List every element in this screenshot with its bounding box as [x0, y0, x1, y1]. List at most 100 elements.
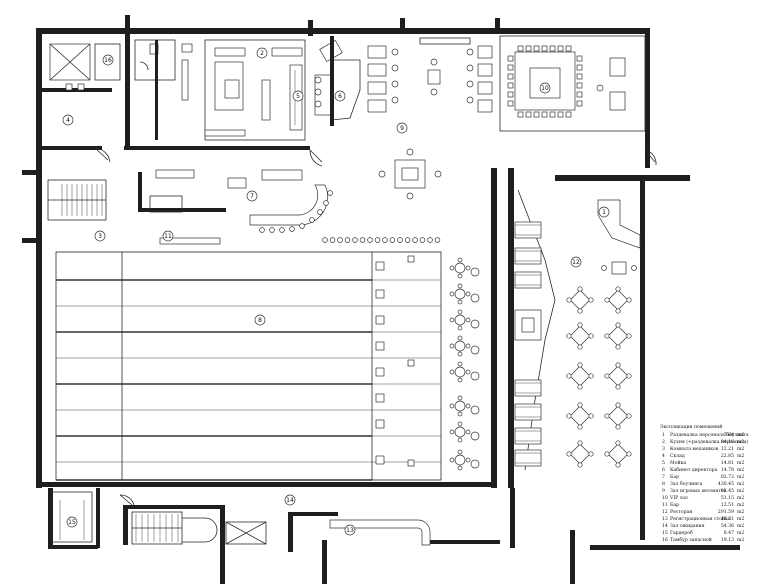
- legend-row-number: 6: [662, 467, 665, 473]
- dining-chair: [588, 413, 594, 419]
- legend-row-name: Бар: [670, 474, 679, 480]
- svg-text:14: 14: [286, 497, 294, 504]
- dining-chair: [588, 297, 594, 303]
- dining-table: [607, 325, 629, 347]
- chair: [601, 265, 607, 271]
- chair: [631, 265, 637, 271]
- dining-chair: [615, 322, 621, 328]
- chair: [457, 257, 463, 263]
- dining-table: [569, 365, 591, 387]
- dining-chair: [577, 424, 583, 430]
- room-marker-4: 4: [62, 114, 74, 126]
- svg-text:9: 9: [400, 125, 404, 132]
- bar-table: [611, 261, 627, 275]
- chair: [449, 429, 455, 435]
- legend-row-unit: m2: [737, 481, 744, 487]
- vip-chair: [576, 64, 583, 71]
- table: [470, 319, 480, 329]
- lane-console: [375, 419, 385, 429]
- legend-row-unit: m2: [737, 523, 744, 529]
- chair: [457, 351, 463, 357]
- svg-text:4: 4: [66, 117, 70, 124]
- table: [454, 340, 466, 352]
- room-marker-10: 10: [539, 82, 551, 94]
- legend-row-unit: m2: [737, 446, 744, 452]
- vip-chair: [533, 45, 540, 52]
- chair: [457, 411, 463, 417]
- legend-row-number: 3: [662, 446, 665, 452]
- booth-table: [514, 247, 542, 265]
- bar-stool: [289, 226, 295, 232]
- room-marker-8: 8: [254, 314, 266, 326]
- legend-row-unit: m2: [737, 495, 744, 501]
- dining-table: [607, 443, 629, 465]
- svg-text:1: 1: [602, 209, 606, 216]
- svg-text:2: 2: [260, 50, 264, 57]
- room-marker-3: 3: [94, 230, 106, 242]
- vip-chair: [525, 111, 532, 118]
- legend-row-unit: m2: [737, 460, 744, 466]
- dining-chair: [615, 384, 621, 390]
- dining-chair: [588, 451, 594, 457]
- bar-stool: [317, 209, 323, 215]
- booth-table: [514, 403, 542, 421]
- legend-row-name: Склад: [670, 453, 685, 459]
- chair: [465, 369, 471, 375]
- table: [470, 459, 480, 469]
- dining-chair: [604, 297, 610, 303]
- vip-chair: [576, 82, 583, 89]
- legend-row-area: 14.81: [721, 460, 734, 466]
- room-marker-15: 15: [66, 516, 78, 528]
- vip-chair: [541, 45, 548, 52]
- dining-table: [569, 325, 591, 347]
- kitchen: [204, 36, 361, 141]
- dining-chair: [577, 362, 583, 368]
- stool: [404, 237, 411, 243]
- dining-chair: [604, 413, 610, 419]
- table: [454, 262, 466, 274]
- chair: [457, 377, 463, 383]
- svg-text:16: 16: [104, 57, 112, 64]
- vip-chair: [507, 73, 514, 80]
- room-markers: 1 2 3 4 5 6 7 8 9 10 11 12 13 14 15 16: [62, 47, 610, 536]
- vip-chair: [507, 64, 514, 71]
- dining-chair: [626, 297, 632, 303]
- legend-row-number: 15: [662, 530, 668, 536]
- room-marker-1: 1: [598, 206, 610, 218]
- legend-row-area: 22.85: [721, 453, 734, 459]
- dining-chair: [626, 333, 632, 339]
- dining-chair: [626, 451, 632, 457]
- legend-row-area: 430.45: [718, 481, 734, 487]
- legend-row-number: 13: [662, 516, 668, 522]
- chair: [465, 403, 471, 409]
- vip-chair: [549, 45, 556, 52]
- stool: [419, 237, 426, 243]
- stool: [322, 237, 328, 243]
- stool: [337, 237, 343, 243]
- legend-row-unit: m2: [737, 509, 744, 515]
- dining-chair: [577, 462, 583, 468]
- legend-row-unit: m2: [737, 488, 744, 494]
- table: [470, 405, 480, 415]
- vip-chair: [549, 111, 556, 118]
- legend-row-name: Зал боулинга: [670, 480, 703, 487]
- legend-row-name: Тамбур запасной: [670, 536, 712, 543]
- legend-row-area: 82.72: [721, 474, 734, 480]
- legend-row-number: 14: [662, 523, 668, 529]
- vip-chair: [507, 82, 514, 89]
- dining-chair: [626, 373, 632, 379]
- dining-chair: [615, 286, 621, 292]
- legend-row-unit: m2: [737, 537, 744, 543]
- lane-console: [375, 315, 385, 325]
- legend-row-number: 7: [662, 474, 665, 480]
- bar-stool: [269, 227, 275, 233]
- dining-chair: [577, 322, 583, 328]
- svg-text:11: 11: [164, 233, 172, 240]
- chair: [465, 457, 471, 463]
- table: [470, 345, 480, 355]
- vip-chair: [576, 55, 583, 62]
- bar-stool: [259, 227, 265, 233]
- bar-stool: [279, 227, 285, 233]
- dining-table: [607, 405, 629, 427]
